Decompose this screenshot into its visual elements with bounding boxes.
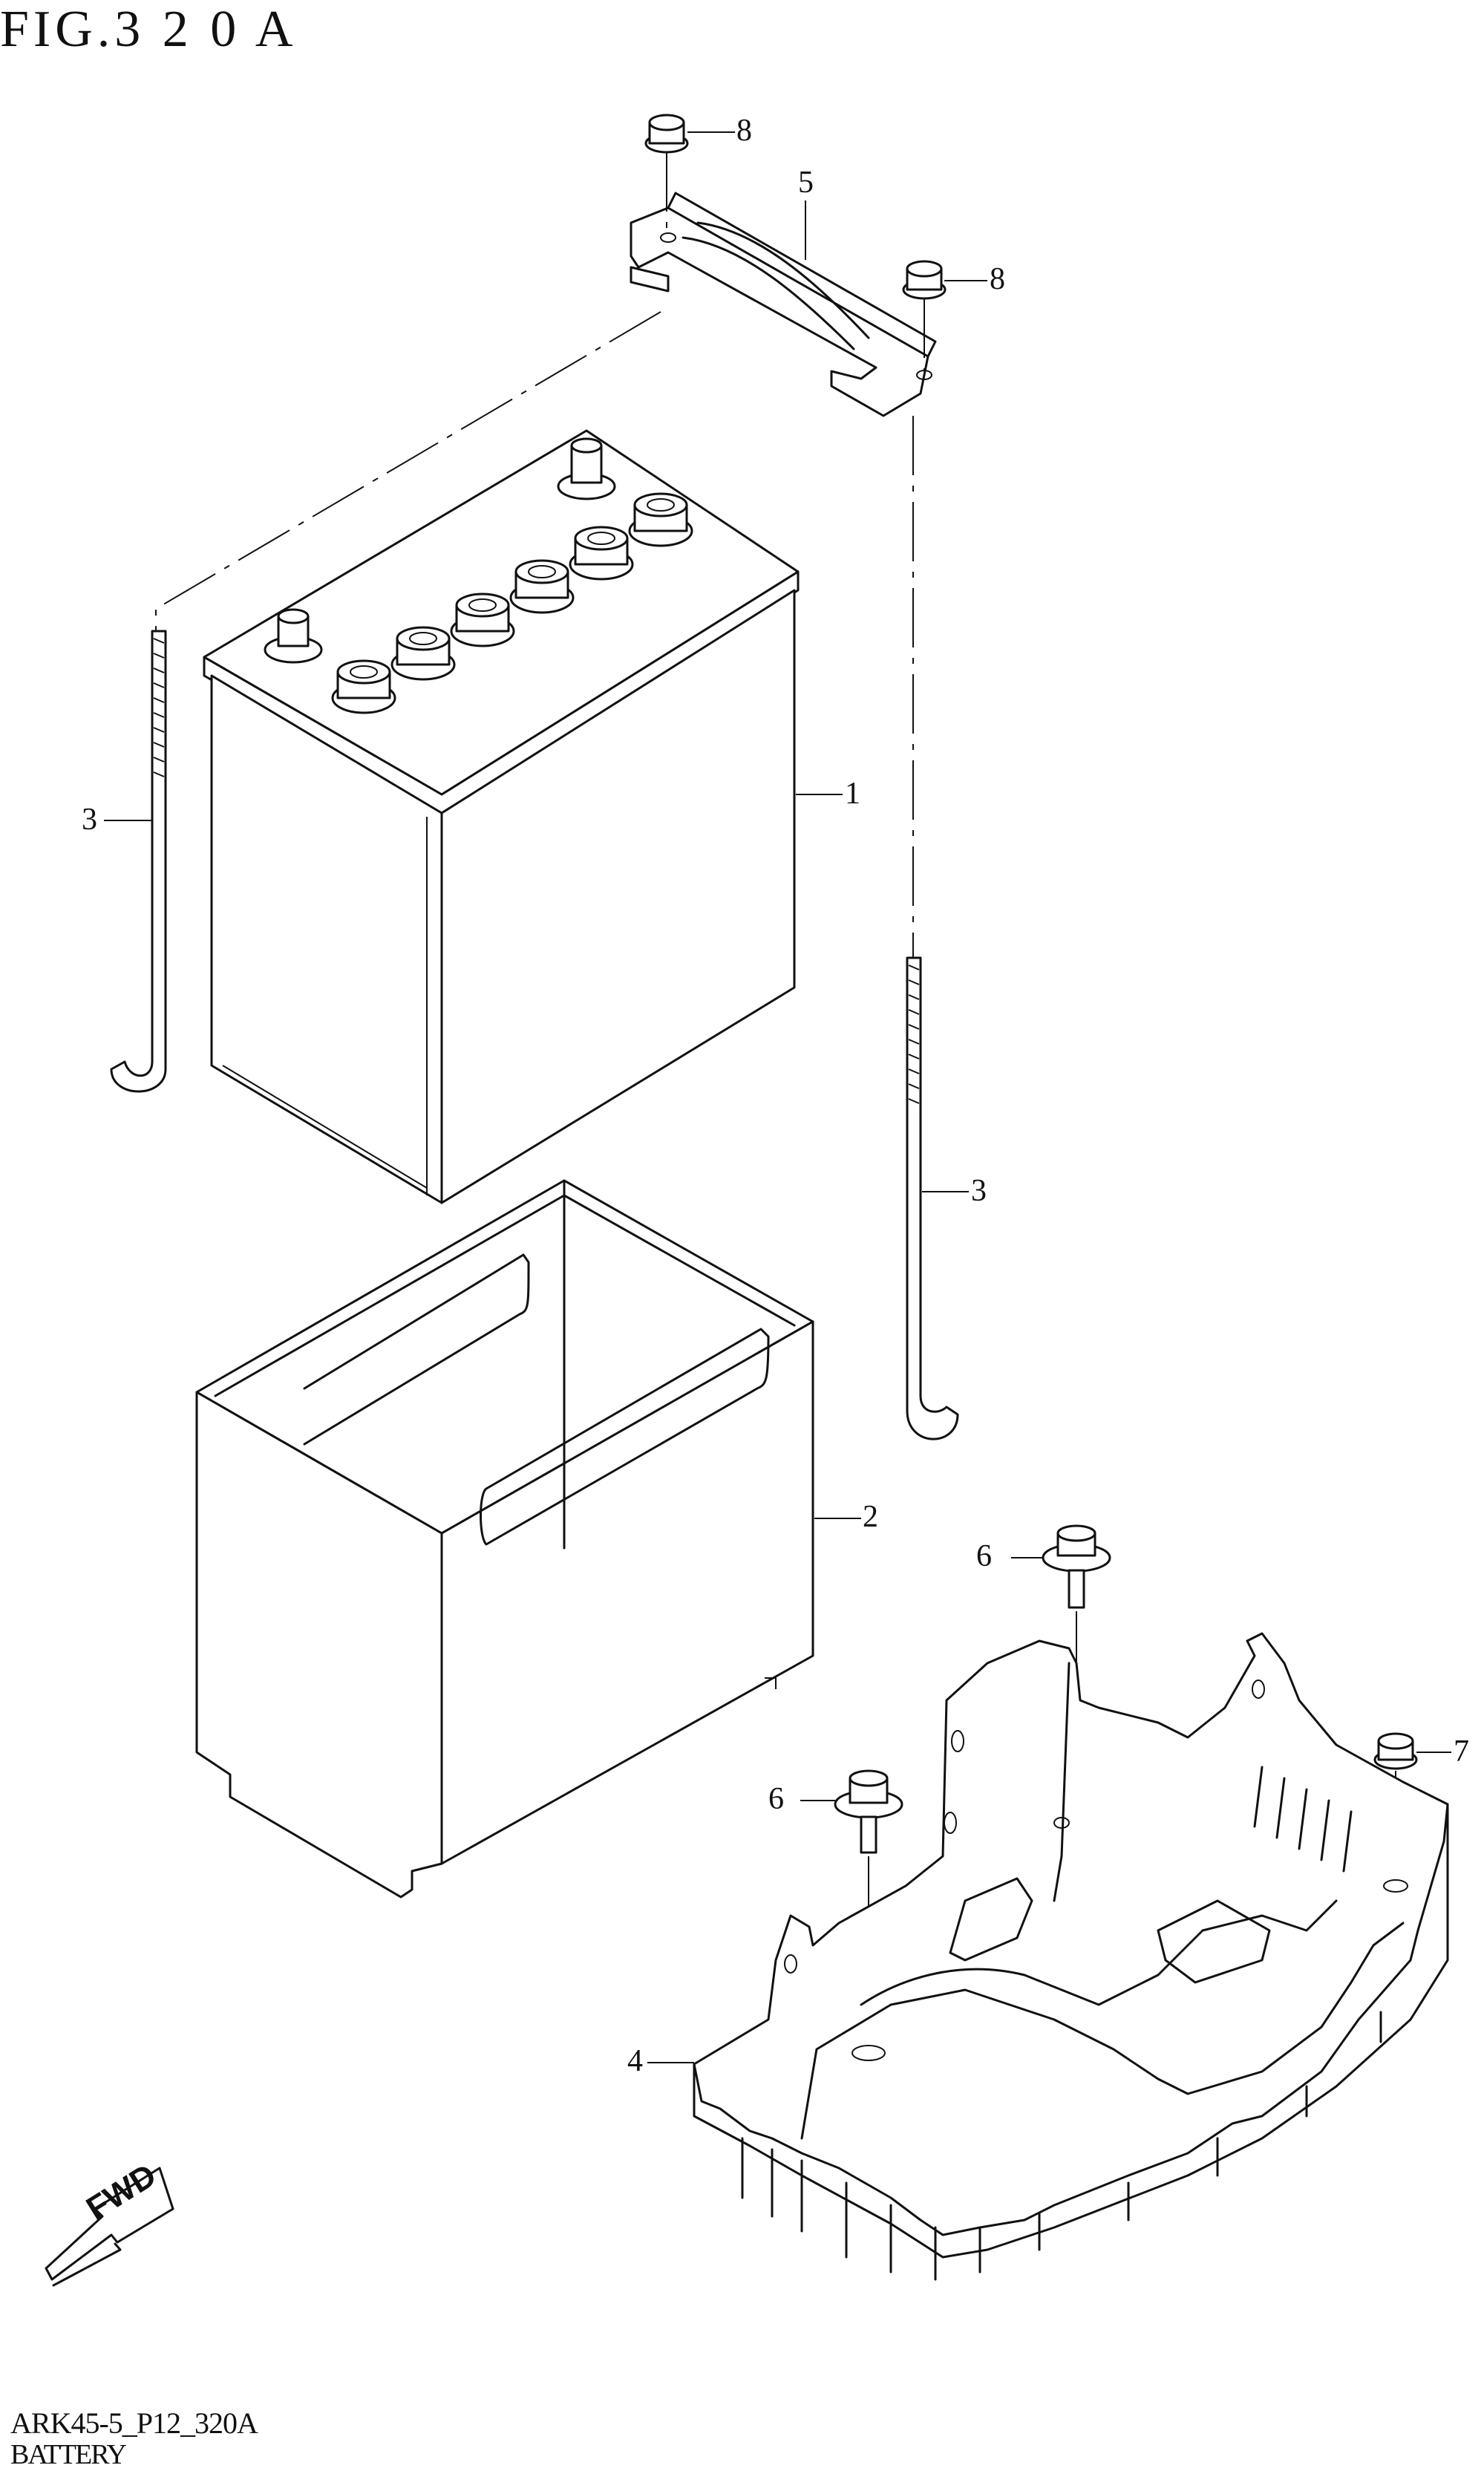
- battery-rod-left: [110, 630, 167, 1093]
- battery-cover: [195, 1179, 814, 1899]
- battery: [203, 429, 800, 1204]
- figure-caption: BATTERY: [10, 2439, 127, 2470]
- callout-3-right: 3: [971, 1174, 987, 1208]
- battery-terminal-negative: [264, 608, 323, 664]
- battery-vent-caps: [331, 492, 693, 714]
- battery-tray: [693, 1632, 1449, 2281]
- nut-tray: [1373, 1732, 1418, 1770]
- bolt-upper: [1042, 1524, 1111, 1609]
- battery-terminal-positive: [557, 437, 616, 500]
- nut-left: [644, 114, 689, 154]
- bolt-lower: [834, 1769, 903, 1854]
- fwd-arrow-icon: [45, 2167, 174, 2287]
- figure-title: FIG.3 2 0 A: [0, 1, 298, 58]
- callout-3-left: 3: [82, 803, 97, 837]
- callout-1: 1: [845, 777, 860, 811]
- callout-7: 7: [1454, 1734, 1469, 1769]
- battery-rod-right: [906, 956, 959, 1440]
- figure-code: ARK45-5_P12_320A: [10, 2406, 258, 2440]
- callout-4: 5: [798, 166, 814, 200]
- nut-right: [902, 260, 947, 300]
- callout-2: 2: [863, 1500, 878, 1534]
- callout-5: 4: [627, 2044, 643, 2078]
- callout-6-upper: 6: [976, 1539, 992, 1573]
- callout-6-lower: 6: [768, 1782, 784, 1816]
- battery-holder-bracket: [630, 192, 937, 417]
- callout-8-left: 8: [736, 114, 752, 148]
- callout-8-right: 8: [990, 262, 1005, 296]
